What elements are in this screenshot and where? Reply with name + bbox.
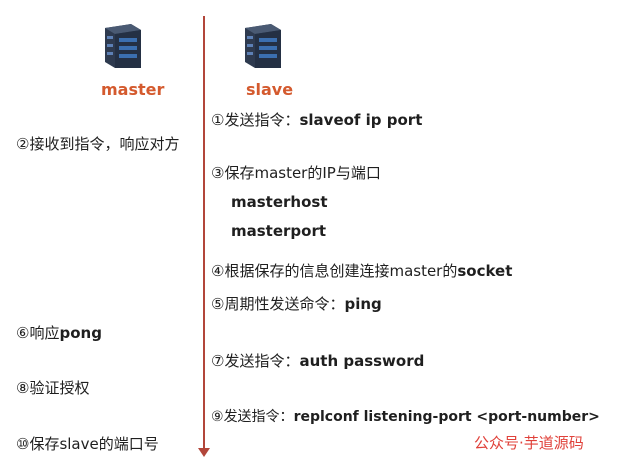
step-number: ⑨	[211, 409, 224, 425]
timeline-line	[203, 16, 205, 452]
step-number: ⑦	[211, 352, 225, 370]
step-text: 发送指令：	[223, 409, 294, 425]
step-5: ⑤周期性发送命令：ping	[211, 294, 382, 314]
step-number: ④	[211, 262, 225, 280]
step-text: 发送指令：	[224, 111, 300, 129]
step-command: ping	[344, 295, 382, 313]
step-number: ⑧	[16, 379, 30, 397]
step-3-sub-masterport: masterport	[231, 222, 327, 240]
step-number: ①	[211, 111, 225, 129]
step-10: ⑩保存slave的端口号	[16, 434, 159, 454]
step-text: 接收到指令，响应对方	[29, 135, 180, 153]
step-8: ⑧验证授权	[16, 378, 89, 398]
step-number: ⑩	[16, 435, 30, 453]
step-3-sub-masterhost: masterhost	[231, 193, 328, 211]
step-3: ③保存master的IP与端口	[211, 163, 381, 183]
step-command: pong	[59, 324, 102, 342]
step-7: ⑦发送指令：auth password	[211, 351, 424, 371]
step-text: 根据保存的信息创建连接master的	[224, 262, 458, 280]
step-text: 响应	[29, 324, 60, 342]
step-text: 发送指令：	[224, 352, 300, 370]
watermark: 公众号·芋道源码	[474, 434, 584, 452]
step-text: 保存master的IP与端口	[224, 164, 381, 182]
timeline-arrowhead	[198, 448, 210, 457]
step-command: replconf listening-port <port-number>	[293, 409, 600, 425]
master-label: master	[101, 80, 165, 99]
step-number: ③	[211, 164, 225, 182]
step-4: ④根据保存的信息创建连接master的socket	[211, 261, 512, 281]
step-6: ⑥响应pong	[16, 323, 102, 343]
step-9: ⑨发送指令：replconf listening-port <port-numb…	[211, 407, 600, 427]
step-command: slaveof ip port	[299, 111, 423, 129]
master-server-icon	[105, 24, 141, 68]
step-number: ②	[16, 135, 30, 153]
step-1: ①发送指令：slaveof ip port	[211, 110, 422, 130]
step-number: ⑥	[16, 324, 30, 342]
step-number: ⑤	[211, 295, 225, 313]
step-command: auth password	[299, 352, 425, 370]
step-text: 周期性发送命令：	[224, 295, 345, 313]
slave-label: slave	[246, 80, 294, 99]
slave-server-icon	[245, 24, 281, 68]
step-text: 验证授权	[29, 379, 90, 397]
step-2: ②接收到指令，响应对方	[16, 134, 179, 154]
step-text: 保存slave的端口号	[29, 435, 159, 453]
step-command: socket	[457, 262, 513, 280]
